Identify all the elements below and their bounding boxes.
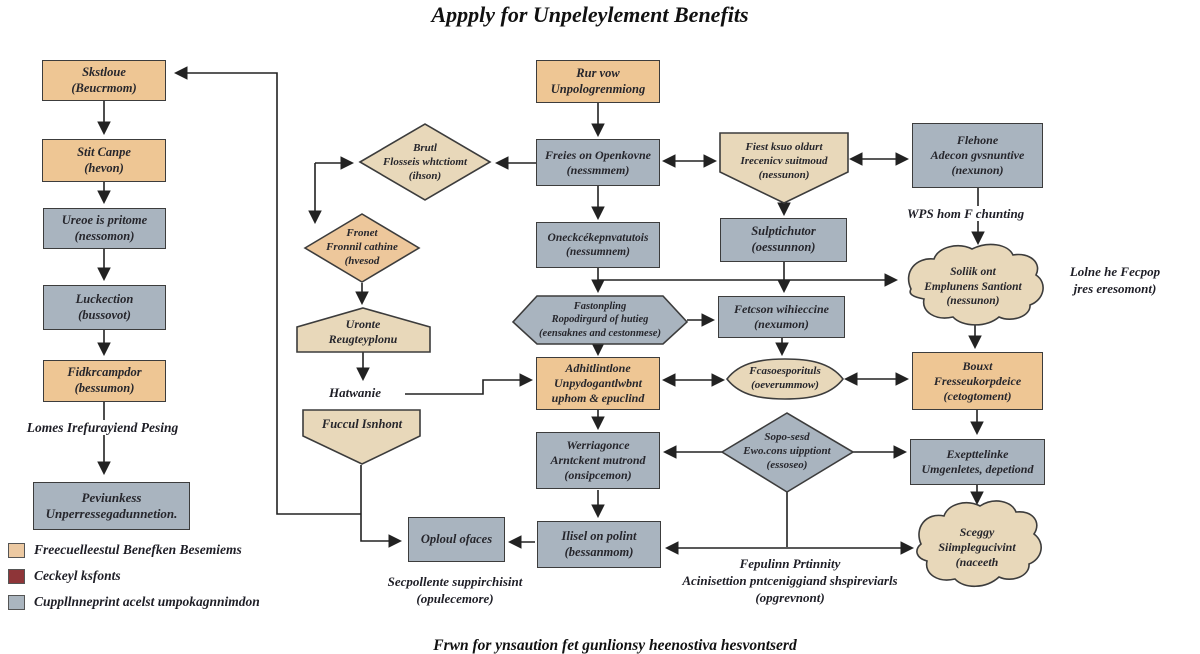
shape-diamond-sopo xyxy=(720,412,855,493)
node-oploul: Oploul ofaces xyxy=(408,517,505,562)
node-fetcson: Fetcson wihieccine(nexumon) xyxy=(718,296,845,338)
label-lomes: Lomes Irefurayiend Pesing xyxy=(24,420,181,435)
legend-label: Ceckeyl ksfonts xyxy=(34,568,121,583)
legend-label: Freecuelleestul Benefken Besemiems xyxy=(34,542,242,557)
shape-pentagon-uronte xyxy=(296,307,431,353)
label-lolne: Lolne he Fecpop jres eresomont) xyxy=(1069,264,1161,296)
shape-cloud-sceggy xyxy=(916,500,1042,588)
node-fuccul-pentagon: Fuccul Isnhont xyxy=(321,417,403,432)
edge-feedback-to-oploul xyxy=(360,465,403,548)
legend-item: Ceckeyl ksfonts xyxy=(8,564,260,588)
legend-swatch-tan xyxy=(8,542,25,558)
node-sulptichutor: Sulptichutor(oessunnon) xyxy=(720,218,847,262)
shape-lens-fcasoes xyxy=(725,358,845,400)
shape-hexagon-fastonpling xyxy=(511,295,689,345)
edge-feedback-to-skstloue xyxy=(173,66,361,515)
shape-diamond-fronet xyxy=(303,213,421,283)
node-fcasoes-ellipse: Fcasoesporituls(oeverummow) xyxy=(749,365,821,391)
node-ilisel: Ilisel on polint(bessanmom) xyxy=(537,521,661,568)
label-secpollente: Secpollente suppirchisint (opulecemore) xyxy=(387,574,523,606)
node-oneckc: Oneckcékepnvatutois(nessumnem) xyxy=(536,222,660,268)
label-fepulinn: Fepulinn Prtinnity Acinisettion pntcenig… xyxy=(682,556,898,605)
legend-item: Cuppllnneprint acelst umpokagnnimdon xyxy=(8,590,260,614)
node-freies: Freies on Openkovne(nessmmem) xyxy=(536,139,660,186)
label-wps: WPS hom F chunting xyxy=(905,206,1027,221)
shape-diamond-brutl xyxy=(358,123,492,201)
shape-pentagon-fuccul xyxy=(302,409,421,465)
legend: Freecuelleestul Benefken Besemiems Cecke… xyxy=(8,538,260,616)
legend-swatch-gray xyxy=(8,594,25,610)
edge-hatwanie xyxy=(405,373,534,395)
legend-item: Freecuelleestul Benefken Besemiems xyxy=(8,538,260,562)
page-title: Appply for Unpeleylement Benefits xyxy=(431,2,749,27)
legend-label: Cuppllnneprint acelst umpokagnnimdon xyxy=(34,594,260,609)
legend-swatch-red xyxy=(8,568,25,584)
label-hatwanie: Hatwanie xyxy=(326,385,383,400)
node-stit-canpe: Stit Canpe(hevon) xyxy=(42,139,166,182)
bottom-caption: Frwn for ynsaution fet gunlionsy heenost… xyxy=(433,637,797,654)
shape-pentagon-fiest xyxy=(719,132,849,204)
node-ureoe: Ureoe is pritome(nessomon) xyxy=(43,208,166,249)
node-luckection: Luckection(bussovot) xyxy=(43,285,166,330)
shape-cloud-solik xyxy=(907,243,1044,326)
node-fidkrcampdor: Fidkrcampdor(bessumon) xyxy=(43,360,166,402)
node-skstloue: Skstloue(Beucrmom) xyxy=(42,60,166,101)
